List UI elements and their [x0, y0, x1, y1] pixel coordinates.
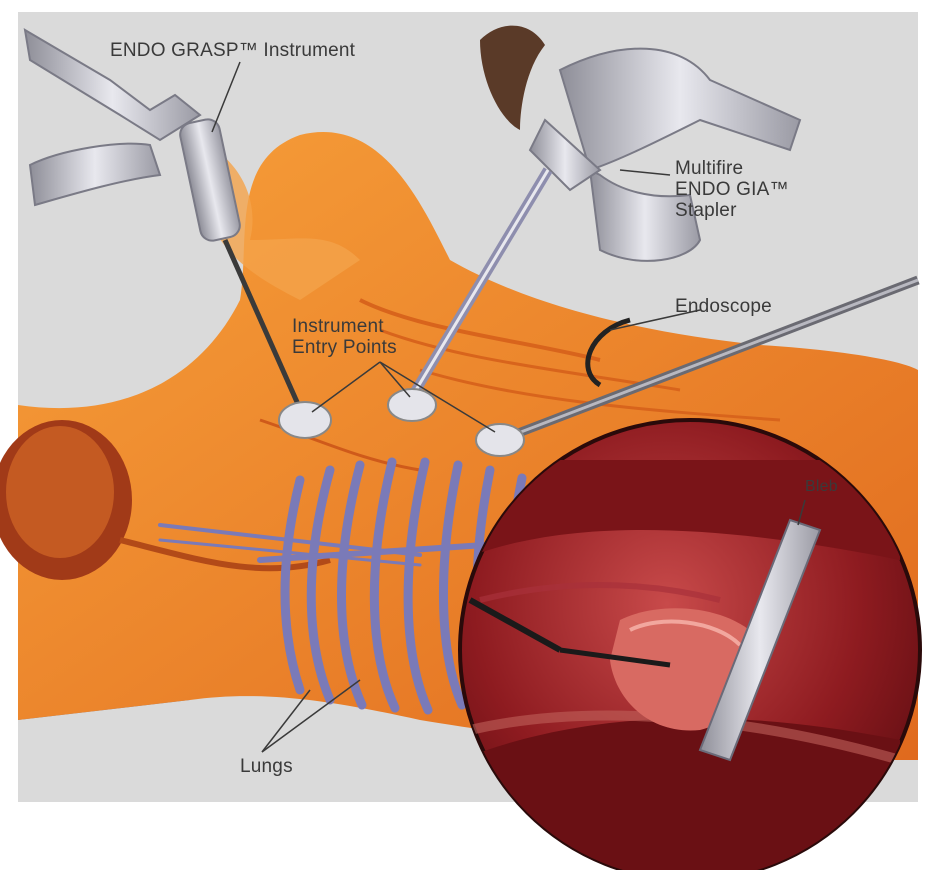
label-endo-gia-line1: Multifire	[675, 158, 789, 179]
label-endo-gia-line3: Stapler	[675, 200, 789, 221]
label-entry-points: Instrument Entry Points	[292, 316, 397, 358]
label-endo-gia-line2: ENDO GIA™	[675, 179, 789, 200]
magnified-inset	[460, 420, 920, 870]
label-endo-grasp: ENDO GRASP™ Instrument	[110, 40, 355, 62]
label-bleb: Bleb	[805, 478, 838, 496]
label-endoscope: Endoscope	[675, 296, 772, 318]
label-entry-points-line2: Entry Points	[292, 337, 397, 358]
label-lungs: Lungs	[240, 756, 293, 778]
label-entry-points-line1: Instrument	[292, 316, 397, 337]
label-endo-gia-stapler: Multifire ENDO GIA™ Stapler	[675, 158, 789, 221]
